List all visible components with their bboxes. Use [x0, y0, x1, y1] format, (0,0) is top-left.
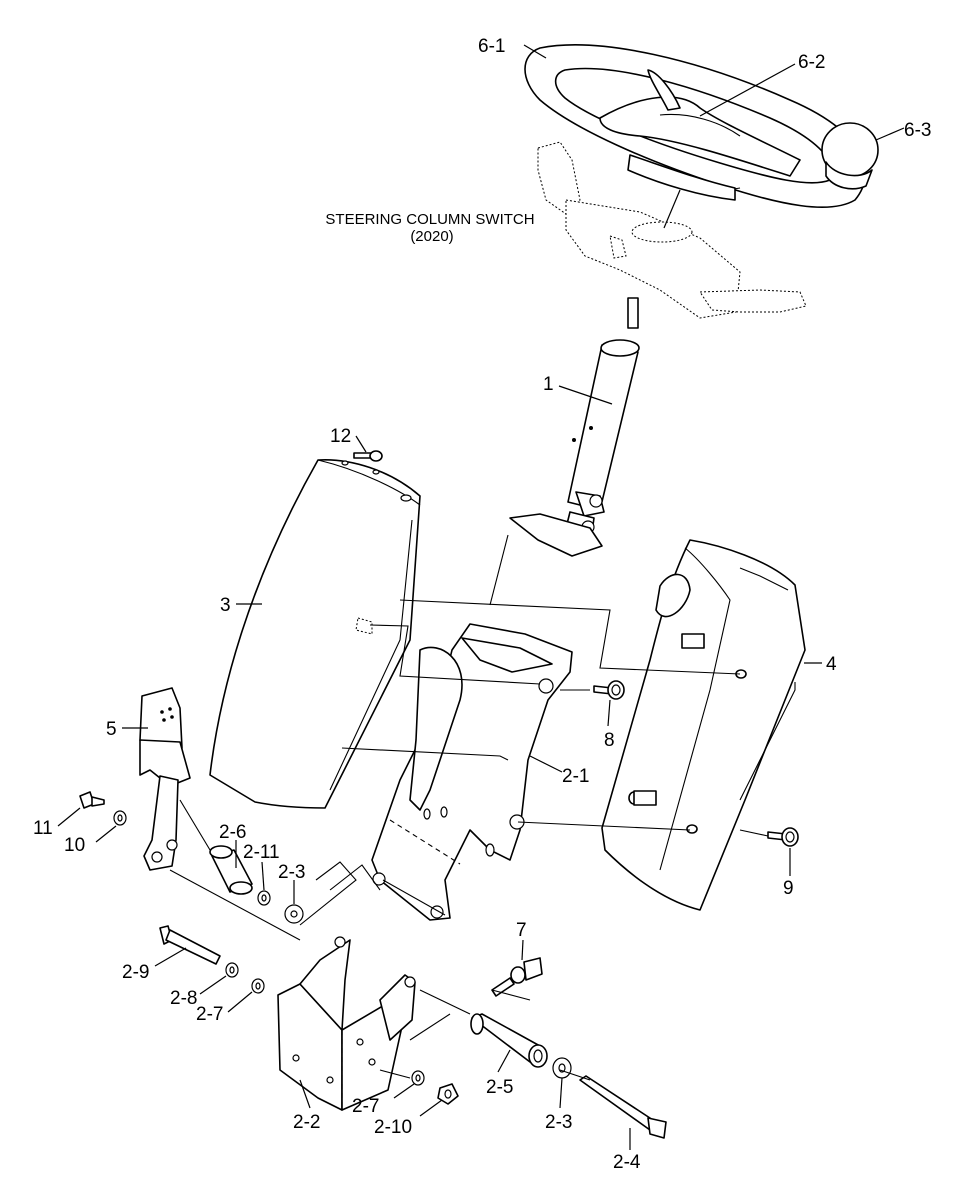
label-12: 12 [330, 426, 351, 447]
steering-column-switch-2020 [537, 141, 807, 319]
screw-12 [353, 450, 383, 462]
steering-column-1 [509, 297, 640, 557]
steering-wheel-hub-6-2 [599, 69, 801, 177]
label-6-3: 6-3 [904, 120, 931, 141]
label-2-10: 2-10 [374, 1117, 412, 1138]
bracket-2-2 [277, 936, 416, 1111]
bolt-7 [491, 957, 543, 997]
bushing-2-5 [470, 1013, 548, 1068]
label-2-7-upper: 2-7 [196, 1004, 223, 1025]
label-7: 7 [516, 920, 527, 941]
label-1: 1 [543, 374, 554, 395]
nut-2-10 [437, 1083, 459, 1105]
label-8: 8 [604, 730, 615, 751]
bolt-9 [767, 827, 799, 847]
washer-10 [113, 810, 127, 826]
washer-2-7-lower [411, 1070, 425, 1086]
label-6-1: 6-1 [478, 36, 505, 57]
lever-5 [139, 687, 191, 871]
caption-line-1: STEERING COLUMN SWITCH [325, 211, 534, 228]
label-2-8: 2-8 [170, 988, 197, 1009]
label-2-7-lower: 2-7 [352, 1096, 379, 1117]
label-4: 4 [826, 654, 837, 675]
label-2-6: 2-6 [219, 822, 246, 843]
caption-line-2: (2020) [410, 228, 453, 245]
washer-2-3-lower [552, 1057, 572, 1079]
bracket-2-1 [371, 623, 573, 921]
steering-knob-6-3 [821, 122, 879, 190]
label-2-9: 2-9 [122, 962, 149, 983]
label-2-5: 2-5 [486, 1077, 513, 1098]
bolt-11 [79, 791, 105, 809]
leader-lines [57, 44, 905, 1150]
washer-2-8 [225, 962, 239, 978]
label-5: 5 [106, 719, 117, 740]
label-11: 11 [33, 818, 53, 839]
washer-2-11 [257, 890, 271, 906]
label-2-3-upper: 2-3 [278, 862, 305, 883]
label-3: 3 [220, 595, 231, 616]
label-2-4: 2-4 [613, 1152, 641, 1173]
label-10: 10 [64, 835, 85, 856]
label-6-2: 6-2 [798, 52, 825, 73]
label-2-3-lower: 2-3 [545, 1112, 572, 1133]
label-2-11: 2-11 [243, 842, 280, 863]
bolt-2-9 [159, 925, 221, 965]
label-9: 9 [783, 878, 794, 899]
cover-3 [209, 459, 421, 809]
label-2-1: 2-1 [562, 766, 589, 787]
washer-2-7-upper [251, 978, 265, 994]
spacer-2-6 [209, 845, 253, 895]
washer-2-3-upper [284, 904, 304, 924]
bolt-2-4 [579, 1075, 667, 1139]
bolt-8 [593, 680, 625, 700]
label-2-2: 2-2 [293, 1112, 320, 1133]
cover-4 [601, 539, 806, 911]
assembly-lines [169, 534, 796, 1081]
